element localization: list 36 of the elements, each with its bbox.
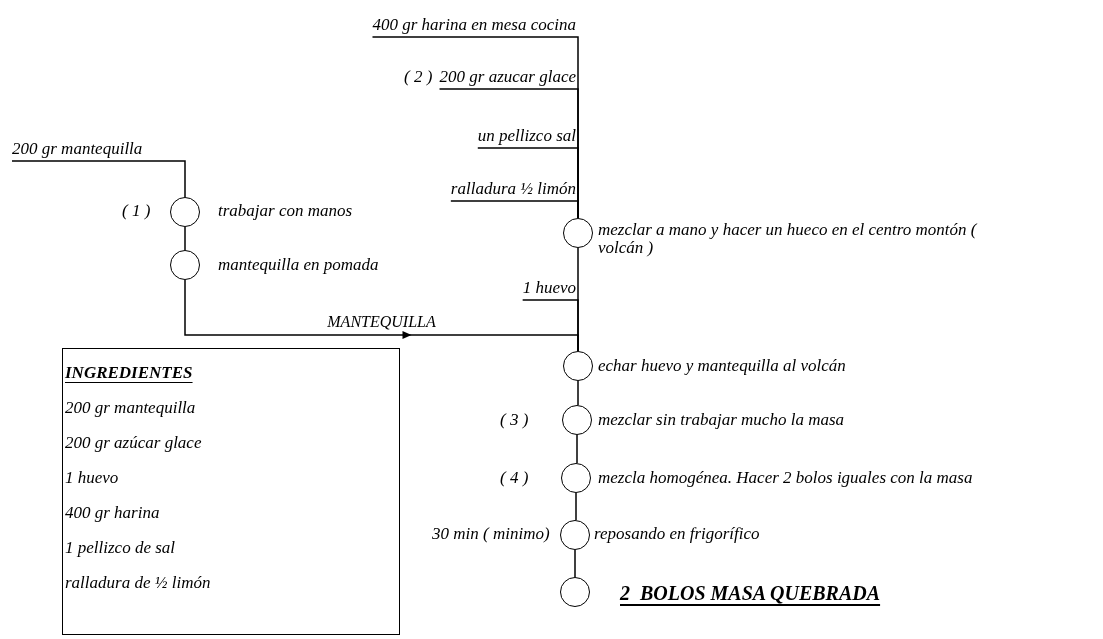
ingredient-label: 200 gr mantequilla: [12, 138, 143, 161]
step-number: ( 3 ): [500, 409, 529, 431]
step-label: echar huevo y mantequilla al volcán: [598, 355, 846, 377]
connector-line: [11, 160, 186, 198]
connector-line: [450, 200, 579, 219]
ingredient-label: ralladura ½ limón: [450, 178, 576, 201]
connector-line: [574, 549, 576, 578]
step-label: 30 min ( minimo): [432, 523, 550, 545]
step-label: mezcla homogénea. Hacer 2 bolos iguales con la masa: [598, 467, 973, 489]
step-label: mantequilla en pomada: [218, 254, 379, 276]
connector-line: [184, 226, 186, 251]
step-label: mezclar a mano y hacer un hueco en el centro montón ( volcán ): [598, 221, 978, 257]
ingredient-item: 200 gr azúcar glace: [65, 432, 202, 454]
edge-label: MANTEQUILLA: [327, 312, 436, 332]
connector-line: [576, 434, 578, 464]
ingredients-panel: [62, 348, 400, 635]
ingredient-item: 400 gr harina: [65, 502, 160, 524]
ingredient-item: ralladura de ½ limón: [65, 572, 211, 594]
step-label: reposando en frigorífico: [594, 523, 760, 545]
ingredient-label: 400 gr harina en mesa cocina: [372, 14, 576, 37]
list-heading: INGREDIENTES: [65, 362, 193, 384]
step-label: mezclar sin trabajar mucho la masa: [598, 409, 845, 431]
ingredient-item: 1 huevo: [65, 467, 119, 489]
ingredient-item: 1 pellizco de sal: [65, 537, 175, 559]
ingredient-label: 1 huevo: [522, 277, 576, 300]
step-number: ( 2 ): [404, 66, 433, 88]
result-title: 2 BOLOS MASA QUEBRADA: [620, 581, 881, 606]
ingredient-label: un pellizco sal: [477, 125, 576, 148]
connector-line: [521, 299, 579, 352]
ingredient-item: 200 gr mantequilla: [65, 397, 196, 419]
connector-line: [575, 492, 577, 521]
step-number: ( 4 ): [500, 467, 529, 489]
ingredient-label: 200 gr azucar glace: [439, 66, 576, 89]
connector-line: [577, 380, 579, 406]
step-label: trabajar con manos: [218, 200, 353, 222]
step-number: ( 1 ): [122, 200, 151, 222]
